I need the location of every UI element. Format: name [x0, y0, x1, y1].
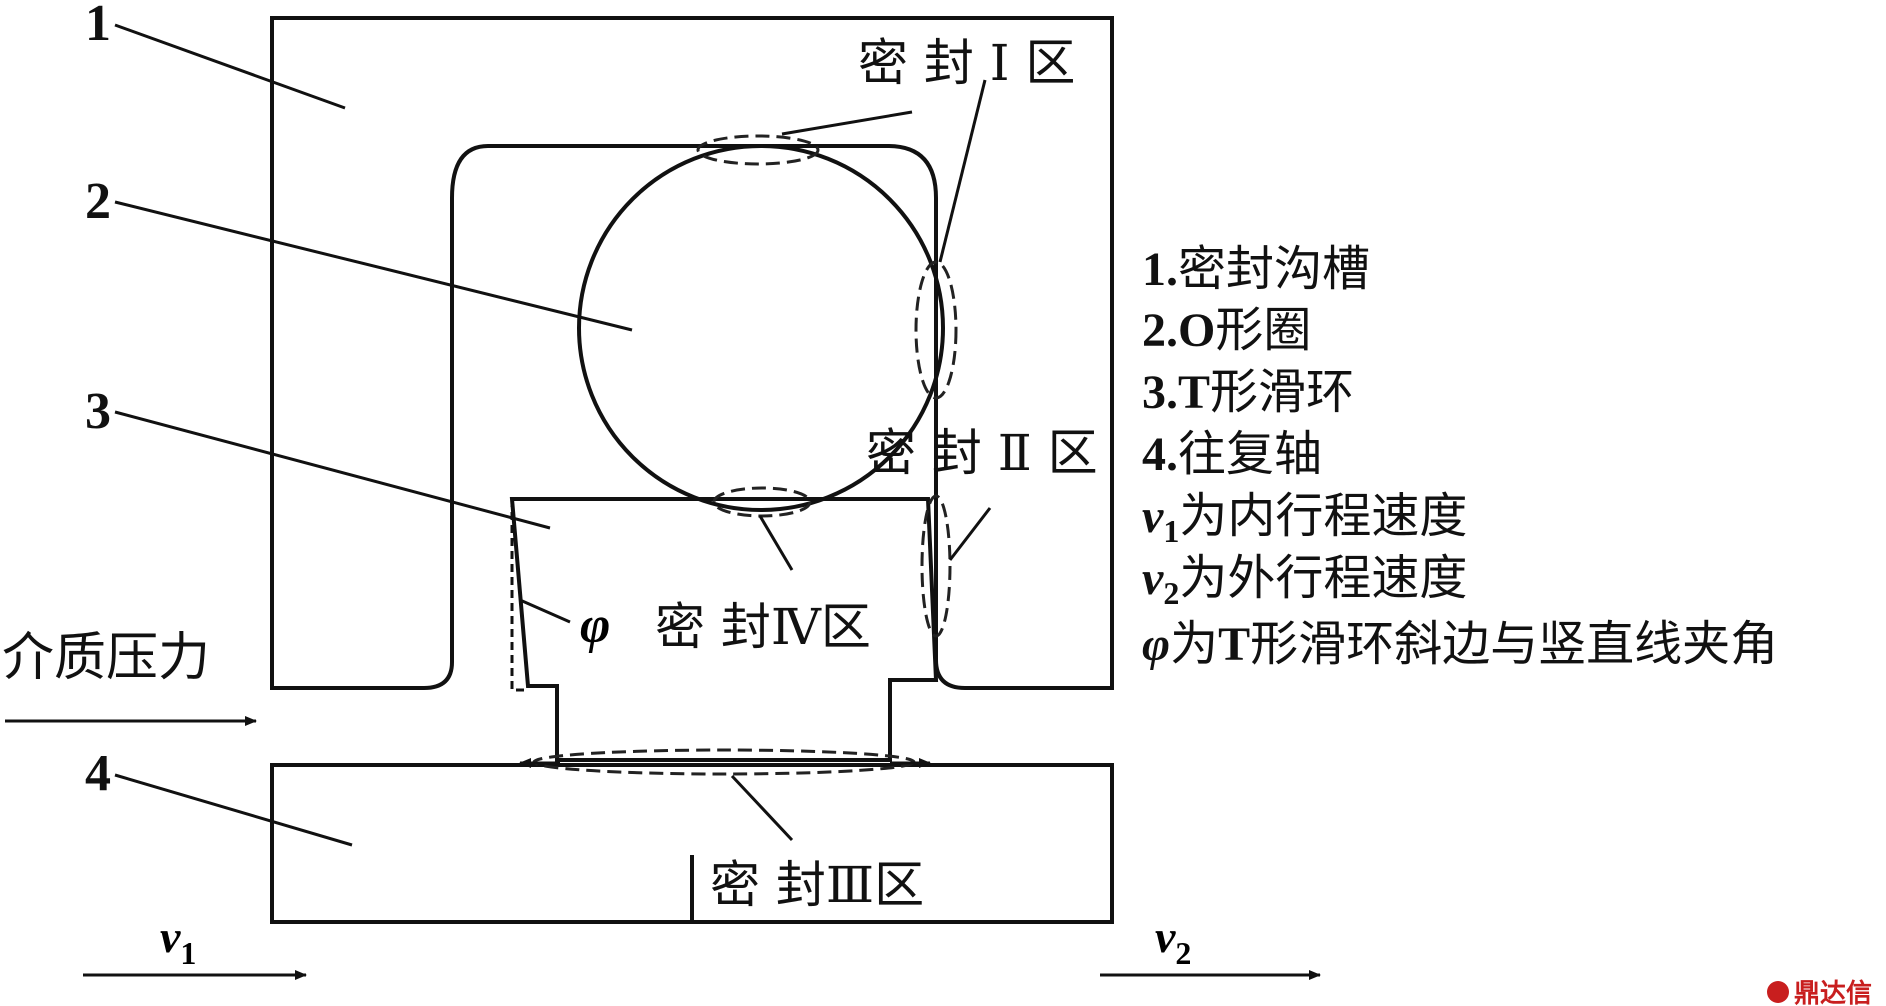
legend-item-7: φ为T形滑环斜边与竖直线夹角 [1142, 616, 1778, 672]
watermark-logo-icon [1767, 981, 1789, 1003]
seal-zone-4-label: 密 封Ⅳ区 [655, 598, 871, 656]
phi-reference-line [510, 499, 528, 692]
legend-item-6: v2为外行程速度 [1142, 550, 1467, 611]
o-ring [577, 144, 945, 512]
leader-zone-2 [948, 507, 992, 561]
seal-zone-1-ellipse [696, 134, 820, 166]
seal-zone-2b-ellipse [920, 494, 952, 638]
seal-zone-3-label: 密 封Ⅲ区 [710, 856, 924, 914]
watermark: 鼎达信 [1767, 979, 1872, 1006]
leader-3 [114, 410, 551, 530]
legend-item-4: 4.往复轴 [1142, 426, 1322, 482]
leader-1 [114, 23, 346, 110]
v1-label: v1 [160, 911, 196, 971]
v2-label: v2 [1155, 911, 1191, 971]
leader-2 [114, 200, 633, 332]
legend-item-5: v1为内行程速度 [1142, 488, 1467, 549]
seal-groove [270, 16, 1114, 690]
leader-4 [114, 773, 353, 847]
medium-pressure-label: 介质压力 [2, 628, 210, 688]
seal-zone-2a-ellipse [914, 260, 958, 400]
leader-phi [519, 598, 571, 624]
seal-zone-4-ellipse [712, 486, 812, 518]
part-number-2: 2 [85, 173, 111, 230]
legend-item-1: 1.密封沟槽 [1142, 241, 1370, 297]
leader-zone-1b [938, 79, 987, 263]
legend: 1.密封沟槽 2.O形圈 3.T形滑环 4.往复轴 v1为内行程速度 v2为外行… [1142, 241, 1778, 672]
legend-item-3: 3.T形滑环 [1142, 364, 1354, 420]
seal-zone-2-label: 密 封 Ⅱ 区 [866, 424, 1098, 482]
watermark-text: 鼎达信 [1794, 979, 1872, 1006]
leader-zone-1a [781, 110, 913, 136]
part-number-1: 1 [85, 0, 111, 52]
t-slip-ring [509, 497, 939, 762]
seal-zone-1-label: 密 封 Ⅰ 区 [858, 34, 1075, 92]
phi-label: φ [580, 597, 610, 654]
legend-item-2: 2.O形圈 [1142, 302, 1311, 358]
part-number-3: 3 [85, 383, 111, 440]
leader-zone-4 [758, 515, 794, 571]
part-number-4: 4 [85, 745, 111, 802]
leader-zone-3 [730, 774, 794, 842]
